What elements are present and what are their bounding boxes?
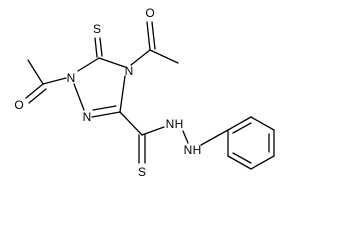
bond-acetyl-c-methyl — [149, 49, 179, 64]
bond-c3-thioamide-c — [119, 111, 143, 136]
bond-n1-c5 — [77, 57, 100, 72]
bond-acetyl-c-o-left — [25, 83, 44, 99]
bond-c5-s-thione-double — [99, 37, 103, 57]
atom-n2: N — [83, 110, 92, 124]
atom-o-acetyl-left: O — [14, 98, 23, 112]
atom-n-hydrazine: N — [184, 143, 193, 157]
bond-ph-4 — [250, 155, 275, 170]
atom-h-hydrazide: H — [175, 117, 184, 131]
bond-c5-s-thione — [94, 37, 98, 58]
bond-c5-n4 — [98, 57, 126, 68]
atom-n1: N — [67, 71, 76, 85]
bond-n4-c3 — [119, 75, 126, 113]
bond-acetyl-c-o-double — [151, 21, 156, 50]
atom-s-thioamide: S — [138, 165, 146, 179]
atom-h-hydrazine: H — [193, 143, 202, 157]
bonds — [25, 21, 275, 170]
bond-nh-phenyl — [200, 129, 229, 146]
bond-c3-n2-double — [92, 105, 117, 111]
bond-c3-n2 — [91, 111, 121, 118]
bond-ph-2 — [250, 116, 275, 131]
bond-ph-inner-3 — [232, 152, 252, 164]
bond-acetyl-c-o-left-double — [28, 88, 47, 104]
bond-acetyl-c-methyl-left — [27, 59, 44, 85]
chemical-structure: O O S S N N N N H N H — [14, 6, 275, 179]
atom-labels: O O S S N N N N H N H — [14, 6, 201, 179]
bond-ph-inner-1 — [232, 122, 252, 134]
bond-n4-acetyl-c — [130, 49, 151, 66]
bond-ph-5 — [227, 155, 252, 170]
bond-n2-n1 — [73, 83, 85, 111]
atom-s-thione: S — [93, 22, 101, 36]
atom-o-acetyl-right: O — [145, 6, 154, 20]
bond-ph-1 — [227, 116, 252, 131]
bond-acetyl-c-o — [146, 21, 151, 51]
bond-thioamide-c-nh — [141, 126, 165, 136]
bond-nh-nh — [182, 130, 189, 144]
atom-n4: N — [125, 64, 134, 78]
bond-n1-acetyl-c — [42, 77, 67, 85]
atom-n-hydrazide: N — [166, 117, 175, 131]
